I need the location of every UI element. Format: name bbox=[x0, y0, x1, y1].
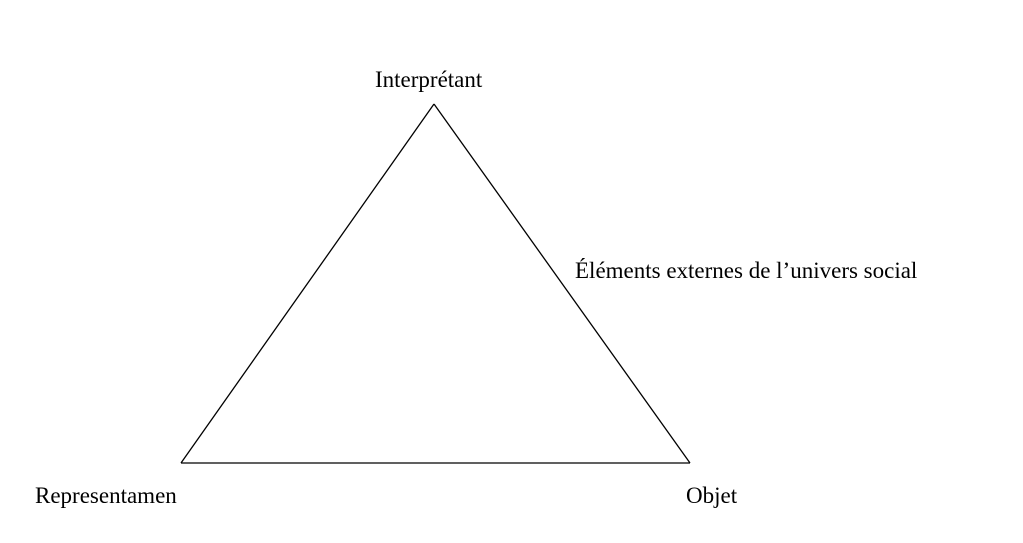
edge-annotation-label: Éléments externes de l’univers social bbox=[575, 258, 918, 283]
node-label-objet: Objet bbox=[686, 483, 738, 508]
node-label-representamen: Representamen bbox=[35, 483, 177, 508]
edge-interpretant-representamen bbox=[180, 103, 435, 464]
node-label-interpretant: Interprétant bbox=[375, 67, 483, 92]
edge-interpretant-objet bbox=[433, 103, 691, 464]
